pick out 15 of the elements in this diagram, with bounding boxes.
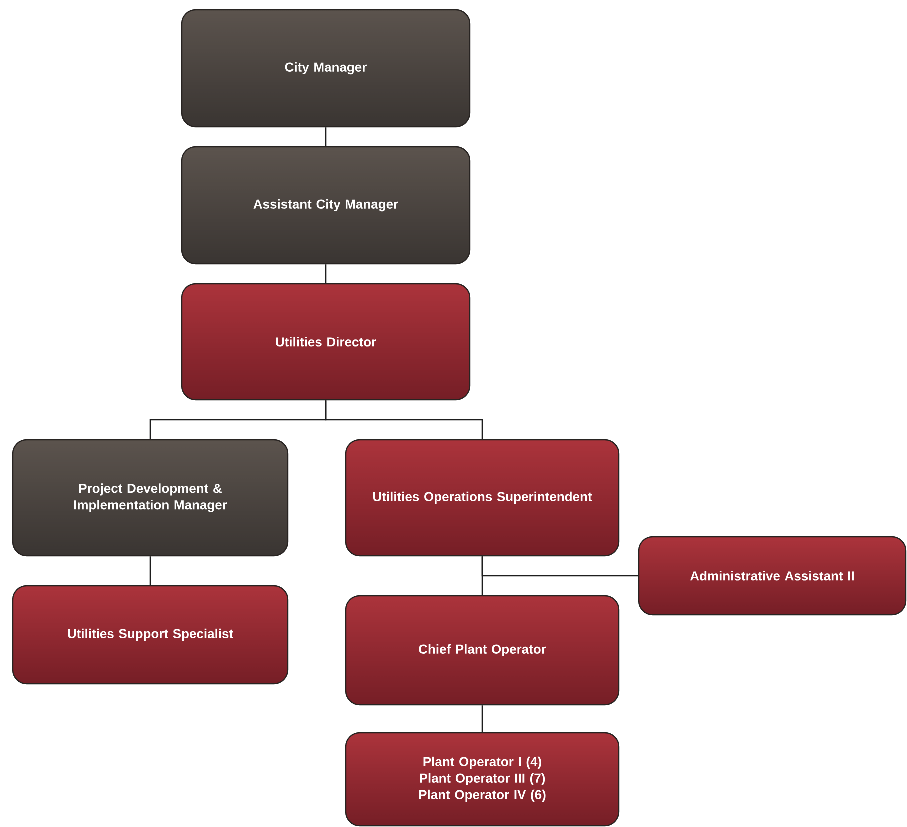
connector-line — [325, 400, 484, 440]
role-box: Assistant City Manager — [181, 146, 471, 265]
connector-line — [325, 128, 327, 146]
connector-line — [482, 556, 484, 596]
connector-line — [482, 706, 484, 732]
role-box: Utilities Director — [181, 283, 471, 401]
role-box: Utilities Operations Superintendent — [345, 439, 620, 557]
role-box: Utilities Support Specialist — [12, 585, 289, 685]
role-box: Chief Plant Operator — [345, 595, 620, 706]
role-box: Administrative Assistant II — [638, 536, 907, 616]
connector-line — [150, 556, 152, 586]
role-box: Project Development & Implementation Manager — [12, 439, 289, 557]
connector-line — [325, 264, 327, 284]
role-box: Plant Operator I (4) Plant Operator III (7) Plant Operator IV (6) — [345, 732, 620, 827]
role-box: City Manager — [181, 9, 471, 128]
